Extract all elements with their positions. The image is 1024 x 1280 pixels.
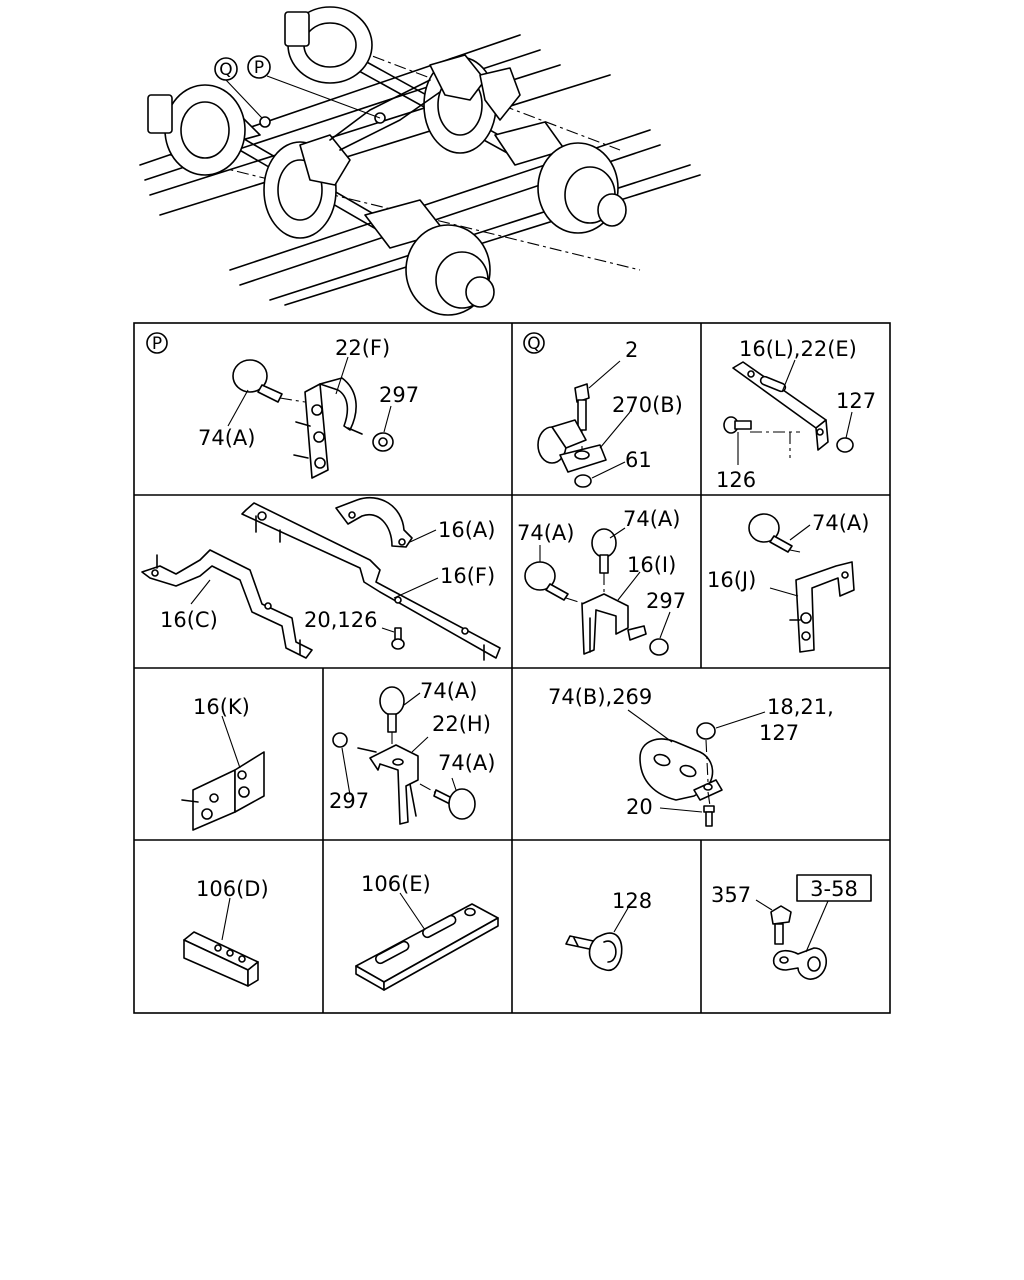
label-16k: 16(K) <box>193 695 250 719</box>
cell-c3: 16(L),22(E) 127 126 <box>716 337 876 492</box>
label-74a-c8-right: 74(A) <box>438 751 495 775</box>
label-270b: 270(B) <box>612 393 683 417</box>
label-22f: 22(F) <box>335 336 390 360</box>
cell-c6: 74(A) 16(J) <box>707 511 869 653</box>
label-297-c5: 297 <box>646 589 686 613</box>
label-357: 357 <box>711 883 751 907</box>
label-61: 61 <box>625 448 652 472</box>
cell-c7: 16(K) <box>181 695 265 831</box>
label-16l-22e: 16(L),22(E) <box>739 337 857 361</box>
cell-c10: 106(D) <box>183 877 269 987</box>
cell-p: P 22(F) 297 74(A) <box>146 332 419 479</box>
parts-grid <box>133 322 891 1014</box>
label-16c: 16(C) <box>160 608 218 632</box>
overview-callout-q: Q <box>219 60 232 80</box>
label-74a-left: 74(A) <box>517 521 574 545</box>
label-74b-269: 74(B),269 <box>548 685 652 709</box>
label-126: 126 <box>716 468 756 492</box>
section-label-p: P <box>152 334 162 354</box>
label-74a-c8-top: 74(A) <box>420 679 477 703</box>
label-16f: 16(F) <box>440 564 495 588</box>
overview-callout-p: P <box>254 58 264 78</box>
cell-c13: 357 3-58 <box>711 874 872 980</box>
label-74a-c6: 74(A) <box>812 511 869 535</box>
label-20: 20 <box>626 795 653 819</box>
label-106e: 106(E) <box>361 872 431 896</box>
label-128: 128 <box>612 889 652 913</box>
rear-axle-overview: Q P <box>139 6 701 316</box>
cell-c12: 128 <box>565 889 652 971</box>
label-74a-top: 74(A) <box>623 507 680 531</box>
label-106d: 106(D) <box>196 877 269 901</box>
label-127-c9: 127 <box>759 721 799 745</box>
label-22h: 22(H) <box>432 712 491 736</box>
cell-c9: 74(B),269 18,21, 127 20 <box>548 685 834 827</box>
label-16i: 16(I) <box>627 553 676 577</box>
cell-c11: 106(E) <box>355 872 499 991</box>
label-16a: 16(A) <box>438 518 495 542</box>
label-127: 127 <box>836 389 876 413</box>
label-297: 297 <box>379 383 419 407</box>
label-74a: 74(A) <box>198 426 255 450</box>
cell-c8: 74(A) 22(H) 74(A) 297 <box>329 679 495 825</box>
label-2: 2 <box>625 338 638 362</box>
reference-box-3-58: 3-58 <box>810 877 858 901</box>
label-297-c8: 297 <box>329 789 369 813</box>
label-20-126: 20,126 <box>304 608 377 632</box>
label-18-21: 18,21, <box>767 695 834 719</box>
label-16j: 16(J) <box>707 568 756 592</box>
section-label-q: Q <box>527 334 540 354</box>
cell-q: Q 2 270(B) 61 <box>523 332 683 488</box>
cell-c4: 16(A) 16(F) 16(C) 20,126 <box>141 496 501 661</box>
cell-c5: 74(A) 74(A) 16(I) 297 <box>517 507 686 656</box>
